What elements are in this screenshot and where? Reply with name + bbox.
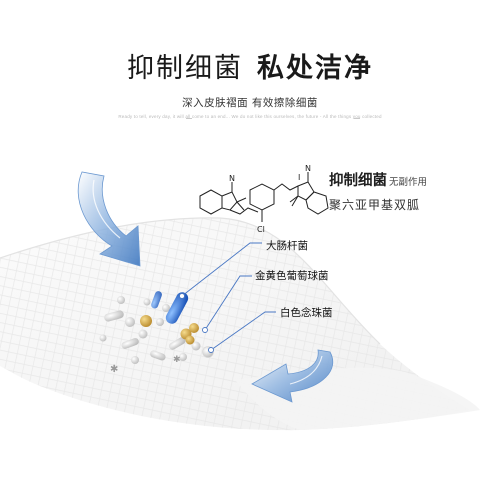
label-staph: 金黄色葡萄球菌 <box>255 270 329 282</box>
feature-title-note: 无副作用 <box>389 177 428 188</box>
fine-print: Ready to tell, every day, it will all co… <box>118 114 382 119</box>
feature-title: 抑制细菌无副作用 <box>329 169 427 190</box>
callout-lines <box>179 242 276 353</box>
svg-text:✱: ✱ <box>110 364 118 375</box>
mol-n-plus: N <box>305 164 311 173</box>
headline-left: 抑制细菌 <box>127 53 243 84</box>
arrow-top-left-icon <box>77 171 141 267</box>
svg-text:✱: ✱ <box>173 355 181 365</box>
headline: 抑制细菌私处洁净 <box>0 46 500 85</box>
subtitle: 深入皮肤褶面 有效擦除细菌 <box>182 97 318 109</box>
mol-methyl-n-left: N <box>229 174 235 183</box>
headline-right: 私处洁净 <box>257 53 373 84</box>
arrow-bottom-right-icon <box>251 349 334 403</box>
ecoli-rod-icon <box>165 292 189 324</box>
divider-left <box>186 118 192 119</box>
wet-wipe-sheet <box>0 217 480 431</box>
feature-compound: 聚六亚甲基双胍 <box>329 198 421 212</box>
staph-coccus-icon <box>140 315 152 327</box>
divider-right <box>354 118 360 119</box>
feature-title-main: 抑制细菌 <box>329 173 387 189</box>
mol-chloro: Cl <box>257 225 265 234</box>
mol-iodide: I <box>298 173 300 182</box>
bacteria-cluster: ✱ ✱ <box>99 291 214 375</box>
label-candida: 白色念珠菌 <box>280 307 333 319</box>
molecule-structure-icon <box>199 172 329 222</box>
label-ecoli: 大肠杆菌 <box>266 240 308 252</box>
